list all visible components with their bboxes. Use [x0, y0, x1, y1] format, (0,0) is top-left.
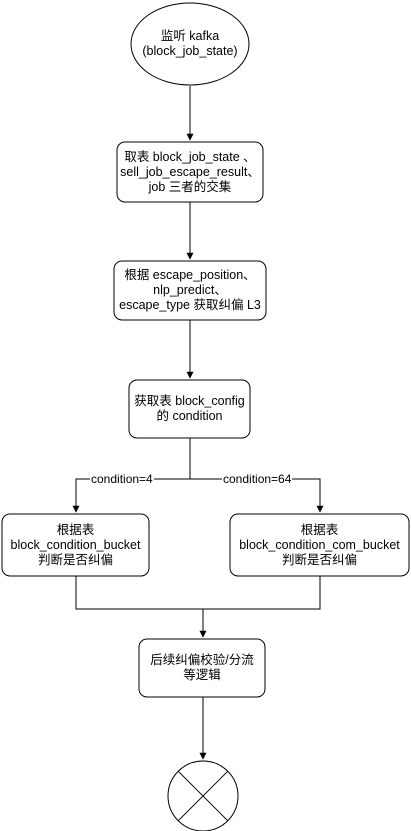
com-bucket-node-text: 根据表 block_condition_com_bucket 判断是否纠偏 — [230, 514, 409, 576]
config-line-2: 的 condition — [156, 409, 223, 423]
config-line-1: 获取表 block_config — [134, 394, 245, 408]
bucket-node-text: 根据表 block_condition_bucket 判断是否纠偏 — [2, 514, 149, 576]
edge-label-condition-64: condition=64 — [222, 472, 293, 486]
bucket-node — [1, 513, 150, 577]
start-node — [130, 2, 250, 86]
followup-node-text: 后续纠偏校验/分流 等逻辑 — [139, 639, 265, 697]
start-node-text: 监听 kafka (block_job_state) — [131, 3, 249, 85]
start-line-1: 监听 kafka — [160, 29, 220, 43]
edge-bucket-merge — [75, 576, 321, 610]
intersect-line-2: sell_job_escape_result、 — [120, 164, 260, 179]
level-line-1: 根据 escape_position、 — [124, 268, 256, 282]
followup-line-1: 后续纠偏校验/分流 — [150, 653, 254, 667]
intersect-node — [116, 141, 264, 203]
level-line-2: nlp_predict、 — [153, 283, 227, 297]
followup-node — [138, 638, 266, 698]
intersect-line-3: job 三者的交集 — [148, 179, 232, 194]
config-node-text: 获取表 block_config 的 condition — [129, 380, 250, 438]
level-line-3: escape_type 获取纠偏 L3 — [119, 298, 261, 312]
end-x-circle-icon — [167, 760, 239, 831]
bucket-line-3: 判断是否纠偏 — [37, 552, 113, 567]
com-bucket-node — [229, 513, 410, 577]
bucket-line-1: 根据表 — [56, 522, 95, 537]
com-bucket-line-3: 判断是否纠偏 — [281, 552, 357, 567]
level-node — [113, 260, 267, 321]
config-node — [128, 379, 251, 439]
edge-label-condition-4: condition=4 — [90, 472, 154, 486]
start-line-2: (block_job_state) — [142, 44, 238, 58]
bucket-line-2: block_condition_bucket — [10, 537, 141, 552]
followup-line-2: 等逻辑 — [183, 668, 221, 682]
com-bucket-line-2: block_condition_com_bucket — [239, 537, 400, 552]
intersect-node-text: 取表 block_job_state 、 sell_job_escape_res… — [117, 142, 263, 202]
com-bucket-line-1: 根据表 — [300, 522, 339, 537]
intersect-line-1: 取表 block_job_state 、 — [124, 149, 256, 164]
level-node-text: 根据 escape_position、 nlp_predict、 escape_… — [114, 261, 266, 320]
